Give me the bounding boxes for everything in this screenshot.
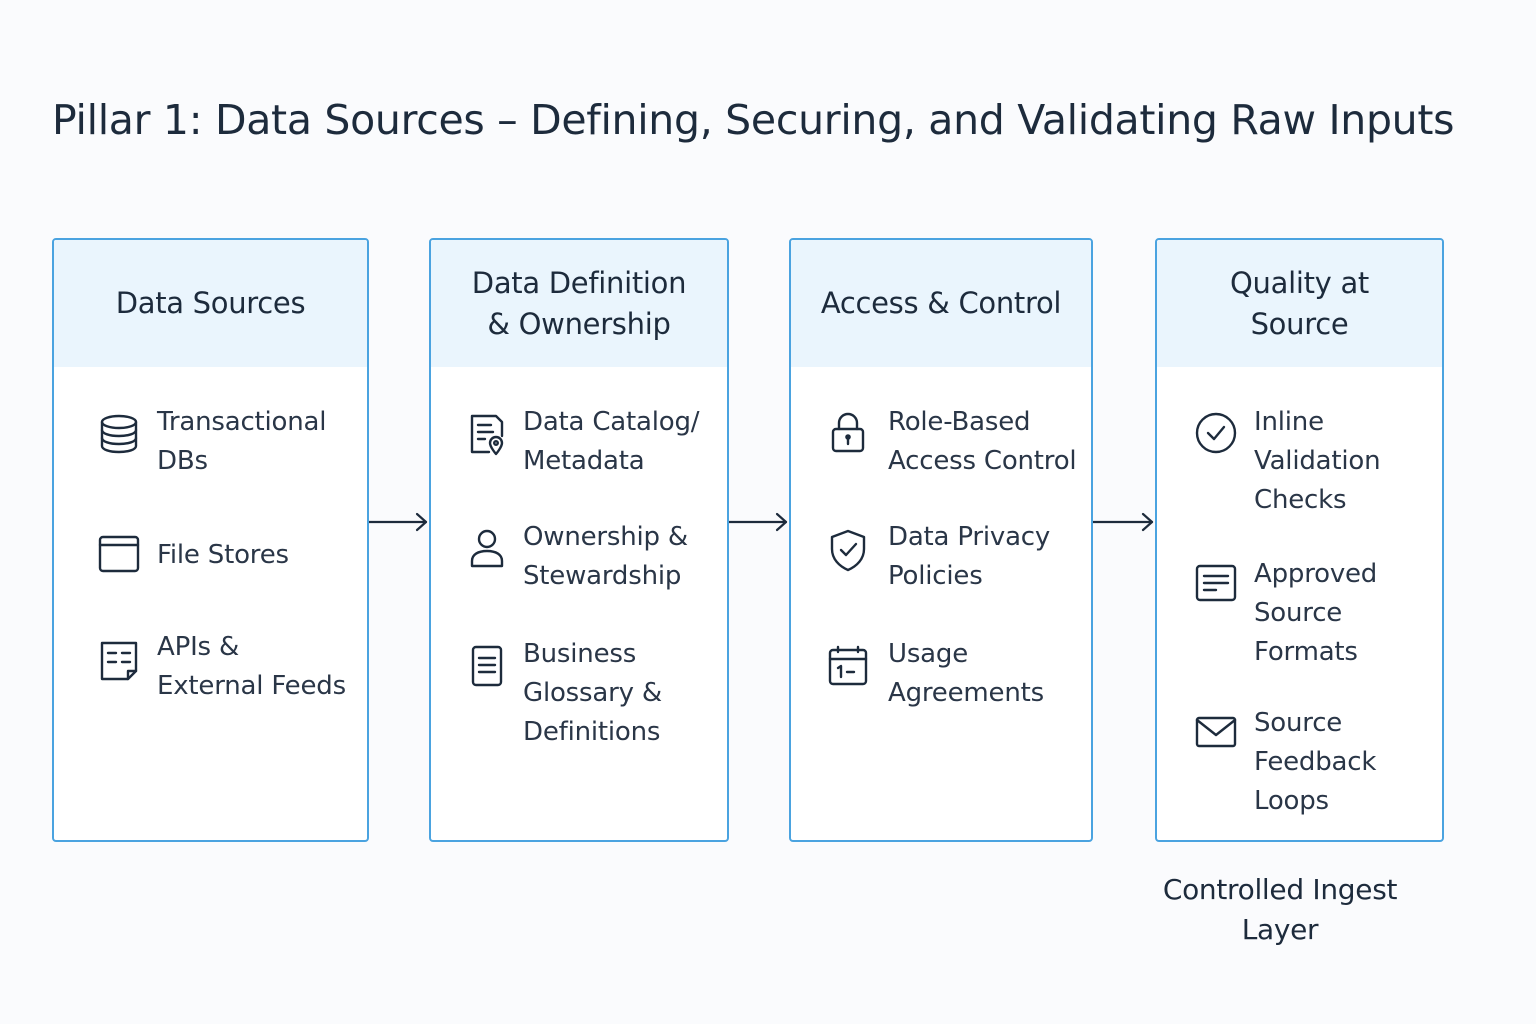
item-label: Ownership & Stewardship bbox=[523, 522, 688, 591]
stage-card-data-definition: Data Definition & Ownership Data Catalog… bbox=[429, 238, 729, 842]
flow-arrow bbox=[729, 508, 789, 536]
feed-document-icon bbox=[97, 639, 141, 683]
stage-card-access-control: Access & Control Role-Based Access Contr… bbox=[789, 238, 1093, 842]
stage-header: Data Sources bbox=[54, 240, 367, 367]
flow-arrow bbox=[1093, 508, 1155, 536]
stage-title: Quality at Source bbox=[1230, 265, 1369, 341]
controlled-ingest-layer-label: Controlled Ingest Layer bbox=[1162, 873, 1398, 946]
item-label: Role-Based Access Control bbox=[888, 407, 1077, 476]
item-label: File Stores bbox=[157, 540, 289, 570]
stage-card-data-sources: Data Sources Transactional DBs File Stor… bbox=[52, 238, 369, 842]
item-label: Approved Source Formats bbox=[1254, 559, 1378, 667]
stage-header: Data Definition & Ownership bbox=[431, 240, 727, 367]
calendar-icon bbox=[826, 644, 870, 688]
stage-title: Data Definition & Ownership bbox=[471, 265, 687, 341]
item-label: Transactional DBs bbox=[157, 407, 327, 476]
check-circle-icon bbox=[1194, 411, 1238, 455]
shield-check-icon bbox=[826, 528, 870, 572]
item-label: Data Privacy Policies bbox=[888, 522, 1051, 591]
envelope-icon bbox=[1194, 710, 1238, 754]
lock-icon bbox=[826, 410, 870, 454]
stage-card-quality-at-source: Quality at Source Inline Validation Chec… bbox=[1155, 238, 1444, 842]
flow-arrow bbox=[369, 508, 429, 536]
stage-header: Access & Control bbox=[791, 240, 1091, 367]
window-icon bbox=[97, 532, 141, 576]
item-label: Business Glossary & Definitions bbox=[523, 639, 662, 747]
form-icon bbox=[1194, 561, 1238, 605]
glossary-document-icon bbox=[465, 644, 509, 688]
item-label: Inline Validation Checks bbox=[1254, 407, 1381, 515]
item-label: Usage Agreements bbox=[888, 639, 1044, 708]
catalog-document-icon bbox=[465, 412, 509, 456]
page-title: Pillar 1: Data Sources – Defining, Secur… bbox=[52, 96, 1455, 144]
stage-header: Quality at Source bbox=[1157, 240, 1442, 367]
item-label: APIs & External Feeds bbox=[157, 632, 346, 701]
database-icon bbox=[97, 412, 141, 456]
stage-title: Access & Control bbox=[820, 286, 1062, 320]
person-icon bbox=[465, 526, 509, 570]
stage-title: Data Sources bbox=[115, 286, 306, 320]
item-label: Data Catalog/ Metadata bbox=[523, 407, 700, 476]
item-label: Source Feedback Loops bbox=[1254, 708, 1377, 816]
